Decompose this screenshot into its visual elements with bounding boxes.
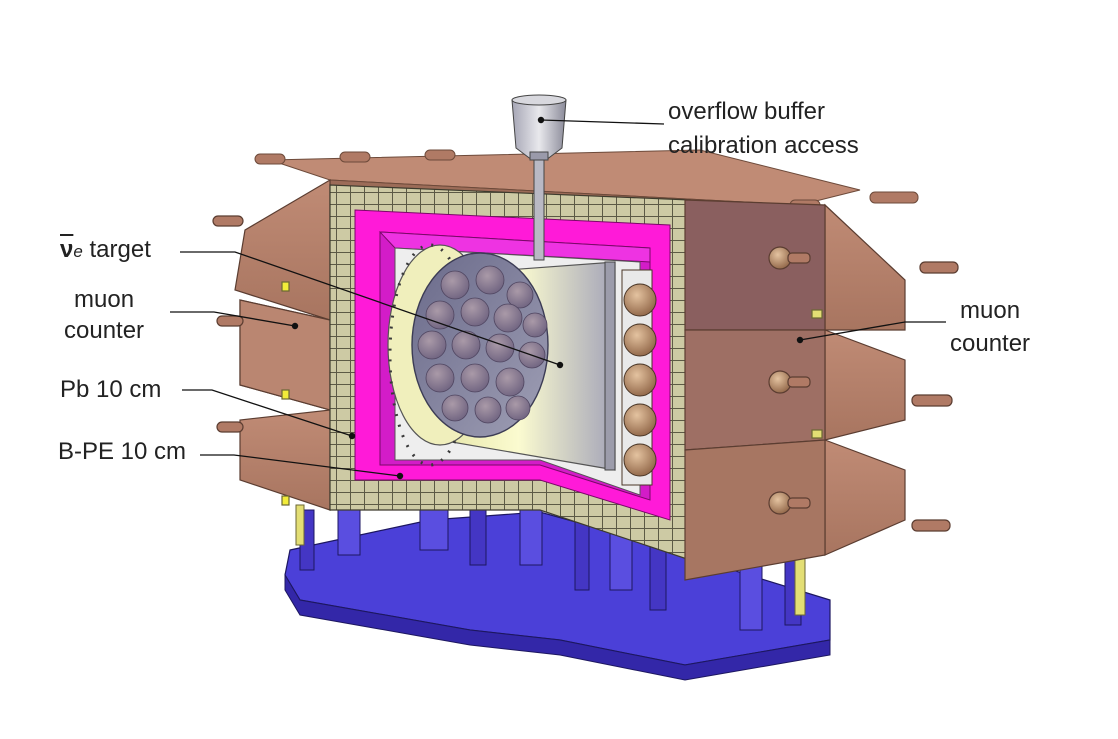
label-muon-counter-left: muon counter <box>64 284 144 346</box>
leader-pb <box>182 389 353 437</box>
label-muon-right-line2: counter <box>950 330 1031 357</box>
pmt-column <box>621 269 657 486</box>
label-bpe-shield: B-PE 10 cm <box>58 438 187 465</box>
target-vessel <box>387 243 616 471</box>
nu-subscript: e <box>73 242 83 261</box>
label-overflow-line2: calibration access <box>668 132 859 159</box>
label-muon-counter-right: muon counter <box>950 294 1030 360</box>
leader-target <box>180 251 561 366</box>
label-overflow-line1: overflow buffer <box>668 98 825 125</box>
leader-overflow <box>540 119 665 125</box>
leader-muon-left <box>170 311 296 327</box>
label-pb-shield: Pb 10 cm <box>60 376 162 403</box>
leader-endpoints <box>291 116 804 480</box>
muon-counter-right <box>684 199 959 581</box>
muon-counter-left <box>212 178 331 511</box>
label-muon-left-line2: counter <box>64 317 145 344</box>
leader-lines <box>170 119 946 477</box>
leader-bpe <box>200 454 401 477</box>
nu-target-text: target <box>82 236 151 263</box>
label-muon-left-line1: muon <box>74 286 135 313</box>
label-muon-right-line1: muon <box>960 297 1021 324</box>
label-antineutrino-target: νe target <box>60 238 151 262</box>
leader-muon-right <box>799 321 946 341</box>
label-overflow-buffer: overflow buffer calibration access <box>668 95 859 163</box>
nu-symbol: ν <box>60 236 74 263</box>
overflow-buffer <box>511 94 567 261</box>
support-frame <box>284 504 831 681</box>
